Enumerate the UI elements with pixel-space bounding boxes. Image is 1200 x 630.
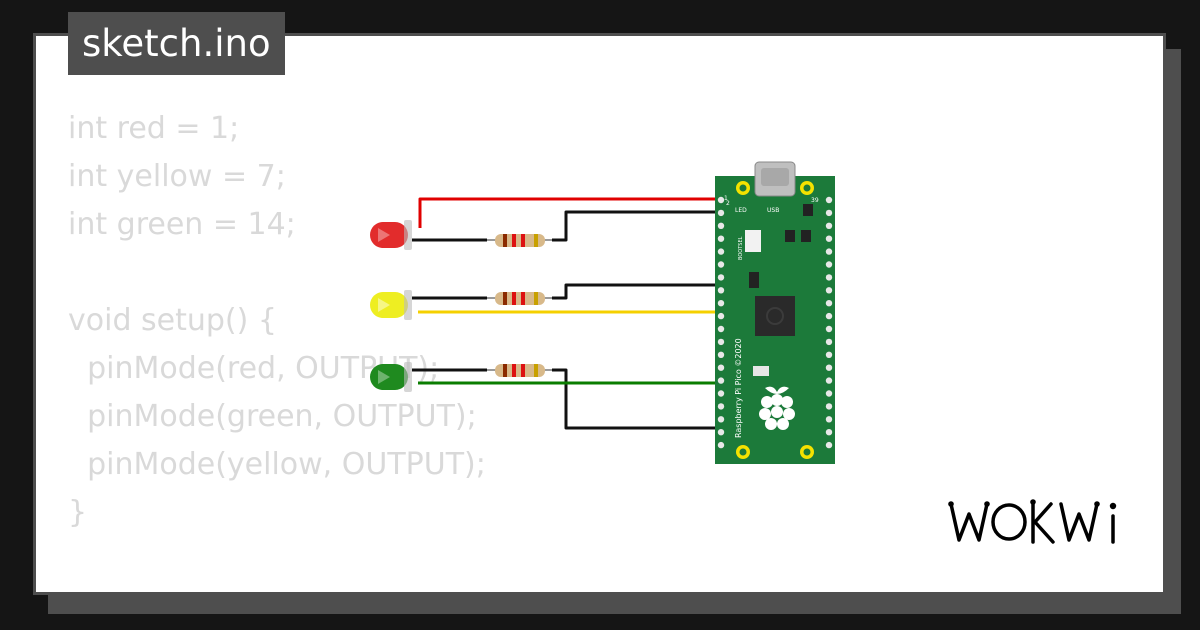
label-led: LED	[735, 207, 747, 214]
resistor-3	[487, 364, 552, 377]
label-pin2: 2	[726, 200, 730, 207]
gpio-pin[interactable]	[825, 287, 833, 294]
pins-right	[825, 196, 833, 449]
gpio-pin[interactable]	[717, 274, 725, 281]
resistor-1	[487, 234, 552, 247]
code-line: int yellow = 7;	[68, 159, 286, 194]
resistor-2	[487, 292, 552, 305]
gpio-pin[interactable]	[825, 338, 833, 346]
gpio-pin[interactable]	[717, 390, 725, 397]
gpio-pin[interactable]	[825, 222, 833, 229]
gpio-pin[interactable]	[825, 441, 833, 449]
gpio-pin[interactable]	[825, 196, 833, 204]
led-green[interactable]	[370, 362, 412, 392]
label-board-name: Raspberry Pi Pico ©2020	[734, 338, 743, 438]
code-line: int red = 1;	[68, 111, 240, 146]
rp2040-chip	[755, 296, 795, 336]
gpio-pin[interactable]	[717, 235, 725, 242]
gpio-pin[interactable]	[717, 222, 725, 229]
gpio-pin[interactable]	[825, 235, 833, 242]
gpio-pin[interactable]	[825, 248, 833, 255]
led-yellow-body	[370, 292, 408, 318]
gpio-pin[interactable]	[825, 300, 833, 307]
raspberry-icon	[759, 386, 795, 430]
led-green-body	[370, 364, 408, 390]
code-line: void loop() {	[68, 585, 486, 592]
code-line: int green = 14;	[68, 207, 296, 242]
wire-black-1b	[552, 210, 722, 242]
gpio-pin[interactable]	[717, 429, 725, 436]
led-yellow[interactable]	[370, 290, 412, 320]
gpio-pin[interactable]	[717, 364, 725, 371]
gpio-pin[interactable]	[825, 351, 833, 358]
gpio-pin[interactable]	[717, 300, 725, 307]
gpio-pin[interactable]	[717, 325, 725, 333]
wire-red	[418, 197, 722, 228]
gpio-pin[interactable]	[717, 196, 725, 204]
gpio-pin[interactable]	[825, 390, 833, 397]
gpio-pin[interactable]	[825, 429, 833, 436]
gpio-pin[interactable]	[717, 441, 725, 449]
gpio-pin[interactable]	[825, 364, 833, 371]
gpio-pin[interactable]	[825, 403, 833, 410]
label-bootsel: BOOTSEL	[738, 236, 744, 260]
gpio-pin[interactable]	[717, 287, 725, 294]
wire-black-3b	[552, 368, 722, 430]
preview-card: int red = 1; int yellow = 7; int green = 1…	[33, 33, 1166, 595]
gpio-pin[interactable]	[717, 403, 725, 410]
gpio-pin[interactable]	[825, 274, 833, 281]
gpio-pin[interactable]	[825, 209, 833, 217]
gpio-pin[interactable]	[717, 261, 725, 268]
code-editor: int red = 1; int yellow = 7; int green = 1…	[68, 105, 486, 592]
code-line: }	[68, 495, 88, 530]
led-red-body	[370, 222, 408, 248]
wires	[412, 197, 722, 430]
gpio-pin[interactable]	[825, 312, 833, 320]
gpio-pin[interactable]	[825, 325, 833, 333]
gpio-pin[interactable]	[825, 261, 833, 268]
gpio-pin[interactable]	[825, 377, 833, 384]
code-line: pinMode(yellow, OUTPUT);	[68, 447, 486, 482]
wokwi-logo[interactable]	[945, 490, 1125, 550]
bootsel-button[interactable]	[745, 230, 761, 252]
pins-left	[717, 196, 725, 449]
gpio-pin[interactable]	[825, 416, 833, 423]
gpio-pin[interactable]	[717, 416, 725, 423]
wire-black-2b	[552, 283, 722, 300]
label-usb: USB	[767, 207, 779, 214]
label-pin39: 39	[811, 197, 819, 204]
gpio-pin[interactable]	[717, 338, 725, 346]
gpio-pin[interactable]	[717, 248, 725, 255]
pico-board[interactable]: 1 2 39 LED USB BOOTSEL Raspberry Pi Pico…	[715, 161, 835, 464]
label-pin1: 1	[724, 195, 728, 202]
led-red[interactable]	[370, 220, 412, 250]
gpio-pin[interactable]	[717, 312, 725, 320]
gpio-pin[interactable]	[717, 209, 725, 217]
file-tab[interactable]: sketch.ino	[68, 12, 285, 75]
code-line: pinMode(green, OUTPUT);	[68, 399, 477, 434]
gpio-pin[interactable]	[717, 351, 725, 358]
gpio-pin[interactable]	[717, 377, 725, 384]
code-line: void setup() {	[68, 303, 277, 338]
